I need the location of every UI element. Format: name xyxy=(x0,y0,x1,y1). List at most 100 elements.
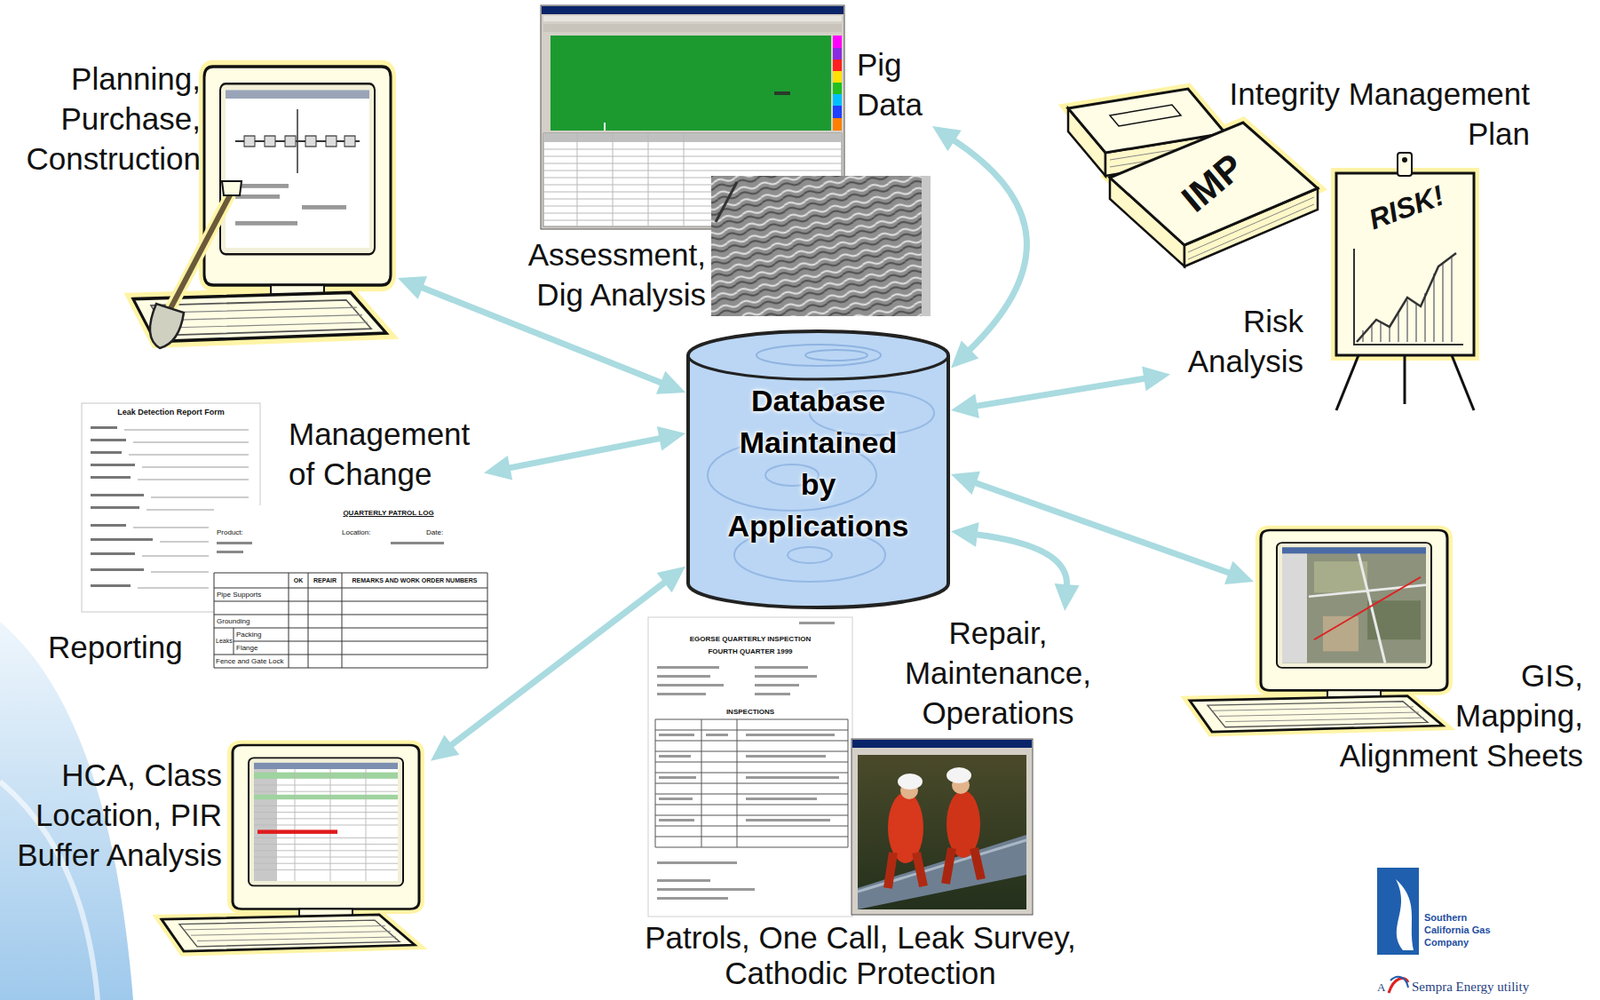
pig-data-screenshot xyxy=(832,59,842,72)
field-crew-photo xyxy=(851,738,1033,915)
arrow-head xyxy=(932,126,962,151)
form-field: Product: xyxy=(216,527,262,538)
connector-arrow xyxy=(950,522,1080,611)
hca-computer xyxy=(253,772,398,779)
planning-computer xyxy=(235,194,280,199)
patrol-log-form xyxy=(213,572,488,668)
table-header: OK xyxy=(289,573,308,587)
database-cylinder-shape xyxy=(805,349,868,361)
section-label: Patrols, One Call, Leak Survey, Cathodic… xyxy=(620,919,1101,991)
logo-text: Southern California Gas Company xyxy=(1424,910,1496,949)
planning-computer xyxy=(244,135,255,147)
leak-report-form xyxy=(137,587,209,589)
planning-computer xyxy=(225,89,370,248)
connector-line xyxy=(450,581,666,746)
planning-computer xyxy=(150,303,184,349)
connector-arrow xyxy=(483,426,686,481)
patrol-log-form xyxy=(216,550,244,554)
gis-computer xyxy=(1282,553,1307,663)
connector-arrow xyxy=(950,366,1171,419)
field-crew-photo xyxy=(887,852,924,888)
quarterly-inspection-doc xyxy=(655,719,848,848)
planning-computer xyxy=(235,221,298,226)
pig-data-screenshot xyxy=(774,91,791,96)
database-cylinder-shape xyxy=(688,331,949,608)
quarterly-inspection-doc xyxy=(658,818,695,822)
pig-data-screenshot xyxy=(711,175,931,317)
arrow-head xyxy=(1141,366,1171,392)
arrow-head xyxy=(483,455,513,480)
hca-computer xyxy=(253,768,398,881)
application-label: Pig Data xyxy=(856,44,939,125)
patrol-log-form xyxy=(390,541,444,545)
application-group: HCA, Class Location, PIR Buffer Analysis xyxy=(4,745,431,959)
table-cell: Packing xyxy=(236,627,288,642)
leak-report-form xyxy=(90,568,144,571)
pig-data-screenshot xyxy=(832,47,842,60)
quarterly-inspection-doc xyxy=(745,776,840,779)
planning-computer xyxy=(166,190,233,316)
pig-data-screenshot xyxy=(832,118,842,131)
leak-report-form xyxy=(124,429,249,431)
planning-computer xyxy=(264,135,276,147)
planning-computer xyxy=(344,135,356,147)
leak-report-form xyxy=(150,497,249,499)
leak-report-form xyxy=(159,541,209,543)
leak-report-form xyxy=(137,479,249,481)
form-field: Date: xyxy=(426,527,453,538)
leak-report-form xyxy=(142,555,209,557)
application-group: Pig Data xyxy=(852,42,942,127)
planning-computer xyxy=(235,109,360,174)
arrow-head xyxy=(656,371,686,395)
planning-computer xyxy=(285,135,296,147)
leak-report-form xyxy=(142,467,249,468)
quarterly-inspection-doc xyxy=(657,896,729,900)
quarterly-inspection-doc xyxy=(657,887,755,891)
application-label: HCA, Class Location, PIR Buffer Analysis xyxy=(4,754,222,875)
risk-easel xyxy=(1336,355,1474,411)
risk-easel xyxy=(1336,152,1474,411)
database-label: Database Maintained by Applications xyxy=(722,380,914,547)
imp-books xyxy=(1109,104,1181,127)
quarterly-inspection-doc xyxy=(754,674,817,678)
quarterly-inspection-doc xyxy=(754,683,800,687)
logo-text: Sempra Energy utility xyxy=(1411,978,1554,995)
application-group: Risk Analysis xyxy=(1170,298,1306,383)
application-group: Management of Change xyxy=(282,410,484,498)
field-crew-photo xyxy=(852,739,1032,748)
arrow-head xyxy=(430,734,460,761)
form-title: Leak Detection Report Form xyxy=(90,406,252,418)
patrol-log-form xyxy=(213,505,488,669)
quarterly-inspection-doc xyxy=(657,861,737,864)
doc-title: FOURTH QUARTER 1999 xyxy=(674,646,826,657)
planning-computer xyxy=(305,135,317,147)
form-title: QUARTERLY PATROL LOG xyxy=(332,507,444,518)
connector-arrow xyxy=(430,566,686,761)
table-cell: Flange xyxy=(236,641,288,655)
gis-computer xyxy=(1322,616,1359,652)
section-label: Reporting xyxy=(47,626,199,667)
risk-easel xyxy=(1354,248,1464,345)
quarterly-inspection-doc xyxy=(745,818,831,822)
company-logo xyxy=(1377,867,1419,955)
connector-line xyxy=(975,378,1147,406)
planning-computer xyxy=(221,181,242,196)
field-crew-photo xyxy=(945,847,982,884)
leak-report-form xyxy=(128,454,249,456)
gis-computer xyxy=(1189,530,1448,732)
quarterly-inspection-doc xyxy=(658,754,691,758)
risk-easel xyxy=(1401,157,1408,163)
leak-report-form xyxy=(90,475,131,479)
arrow-head xyxy=(950,393,980,419)
leak-report-form xyxy=(90,438,127,442)
planning-computer xyxy=(166,190,233,316)
database-cylinder: Database Maintained by Applications xyxy=(685,328,951,610)
field-crew-photo xyxy=(857,834,1027,910)
form-field: Location: xyxy=(341,527,387,538)
pig-data-screenshot xyxy=(921,175,931,317)
section-label: Integrity Management Plan xyxy=(1219,73,1530,154)
logo-text: A xyxy=(1377,980,1388,995)
table-header: REPAIR xyxy=(308,573,341,587)
leak-report-form xyxy=(90,506,140,509)
quarterly-inspection-doc xyxy=(705,733,729,737)
